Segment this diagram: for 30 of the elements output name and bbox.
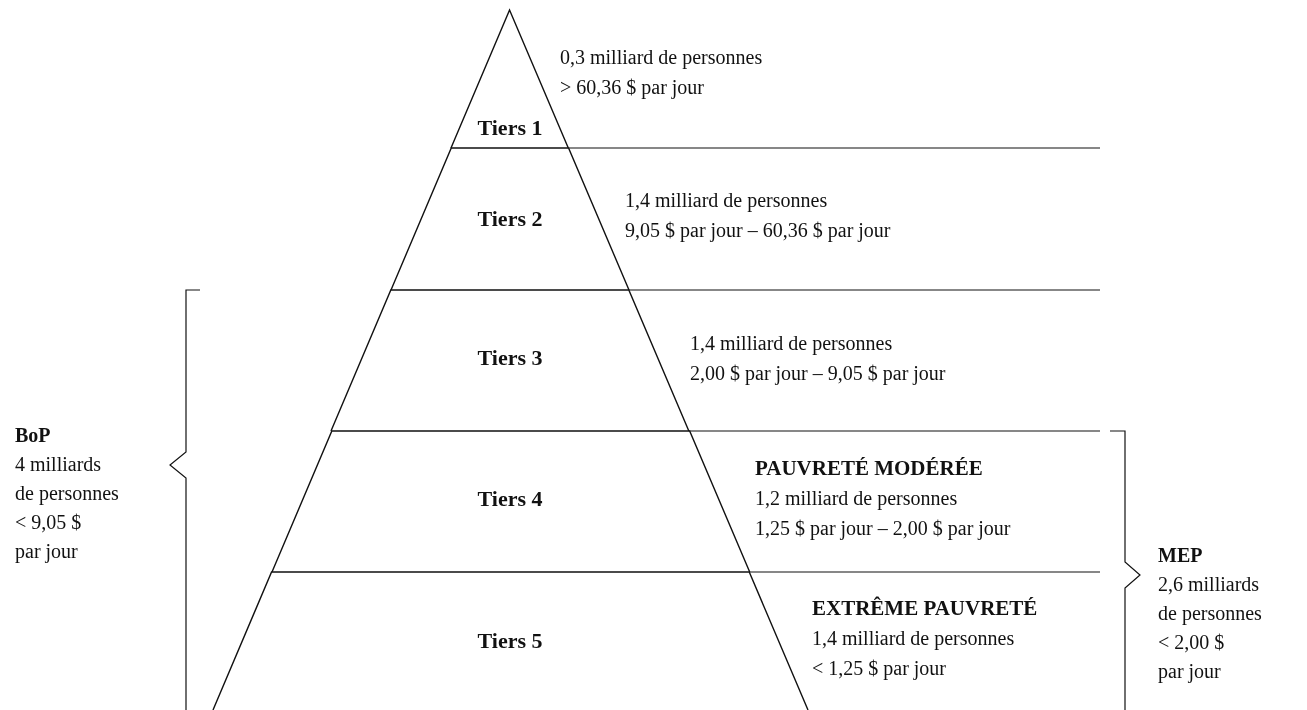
group-description: par jour — [15, 541, 78, 561]
tier-label: Tiers 2 — [477, 208, 543, 230]
tier-description: 1,4 milliard de personnes — [690, 333, 893, 353]
tier-description: 9,05 $ par jour – 60,36 $ par jour — [625, 220, 891, 240]
group-heading: MEP — [1158, 545, 1203, 565]
tier-description: 1,4 milliard de personnes — [625, 190, 828, 210]
group-description: < 9,05 $ — [15, 512, 82, 532]
group-description: 2,6 milliards — [1158, 574, 1260, 594]
tier-label: Tiers 1 — [477, 117, 543, 139]
pyramid-tier-band — [331, 290, 690, 431]
group-heading: BoP — [15, 425, 51, 445]
group-description: de personnes — [1158, 603, 1262, 623]
tier-description: 1,2 milliard de personnes — [755, 488, 958, 508]
tier-label: Tiers 4 — [477, 488, 543, 510]
tier-description: 1,4 milliard de personnes — [812, 628, 1015, 648]
group-description: 4 milliards — [15, 454, 102, 474]
tier-label: Tiers 3 — [477, 347, 543, 369]
group-description: < 2,00 $ — [1158, 632, 1225, 652]
poverty-heading: PAUVRETÉ MODÉRÉE — [755, 458, 983, 479]
group-description: par jour — [1158, 661, 1221, 681]
tier-description: 2,00 $ par jour – 9,05 $ par jour — [690, 363, 946, 383]
tier-description: < 1,25 $ par jour — [812, 658, 947, 678]
tier-description: 1,25 $ par jour – 2,00 $ par jour — [755, 518, 1011, 538]
pyramid-tier-band — [213, 572, 808, 710]
tier-description: > 60,36 $ par jour — [560, 77, 705, 97]
tier-label: Tiers 5 — [477, 630, 543, 652]
tier-description: 0,3 milliard de personnes — [560, 47, 763, 67]
poverty-heading: EXTRÊME PAUVRETÉ — [812, 598, 1038, 619]
group-description: de personnes — [15, 483, 119, 503]
pyramid-tier-band — [271, 431, 750, 572]
